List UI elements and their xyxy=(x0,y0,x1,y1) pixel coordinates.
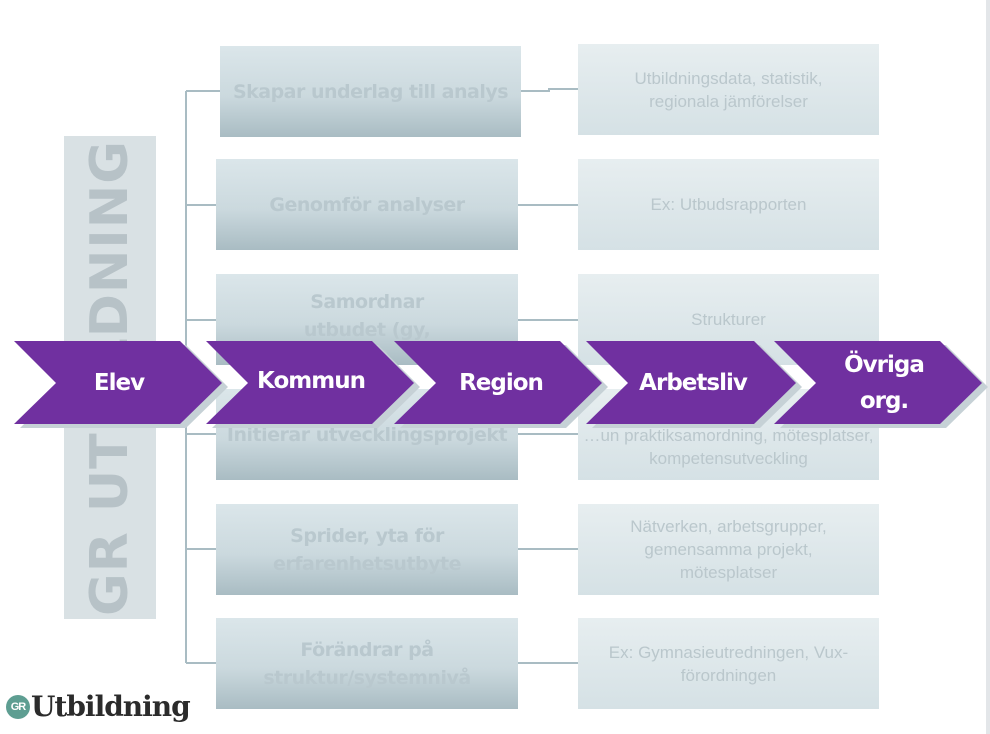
activity-box: Sprider, yta för erfarenhetsutbyte xyxy=(216,504,518,595)
activity-box: Genomför analyser xyxy=(216,159,518,250)
gr-utbildning-logo: GR Utbildning xyxy=(6,690,191,723)
example-box: Ex: Utbudsrapporten xyxy=(578,159,879,250)
arrow-arbetsliv xyxy=(586,341,796,424)
example-box: Utbildningsdata, statistik, regionala jä… xyxy=(578,44,879,135)
gr-badge-icon: GR xyxy=(6,694,30,719)
example-box: Ex: Gymnasieutredningen, Vux-förordninge… xyxy=(578,618,879,709)
arrow-label: Region xyxy=(459,369,544,396)
right-edge-rule xyxy=(986,0,990,734)
arrow-region xyxy=(394,341,602,424)
example-box: Nätverken, arbetsgrupper, gemensamma pro… xyxy=(578,504,879,595)
arrow-label: Arbetsliv xyxy=(639,369,748,396)
arrow-ovriga-org xyxy=(774,341,982,424)
activity-box: Skapar underlag till analys xyxy=(220,46,521,137)
link-line xyxy=(521,88,578,92)
arrow-label: Övriga org. xyxy=(844,351,925,414)
activity-box: Förändrar på struktur/systemnivå xyxy=(216,618,518,709)
arrow-elev xyxy=(14,341,222,424)
logo-name: Utbildning xyxy=(31,690,191,723)
arrow-label: Kommun xyxy=(257,368,366,394)
arrow-kommun xyxy=(206,341,414,424)
arrow-label: Elev xyxy=(93,369,145,396)
